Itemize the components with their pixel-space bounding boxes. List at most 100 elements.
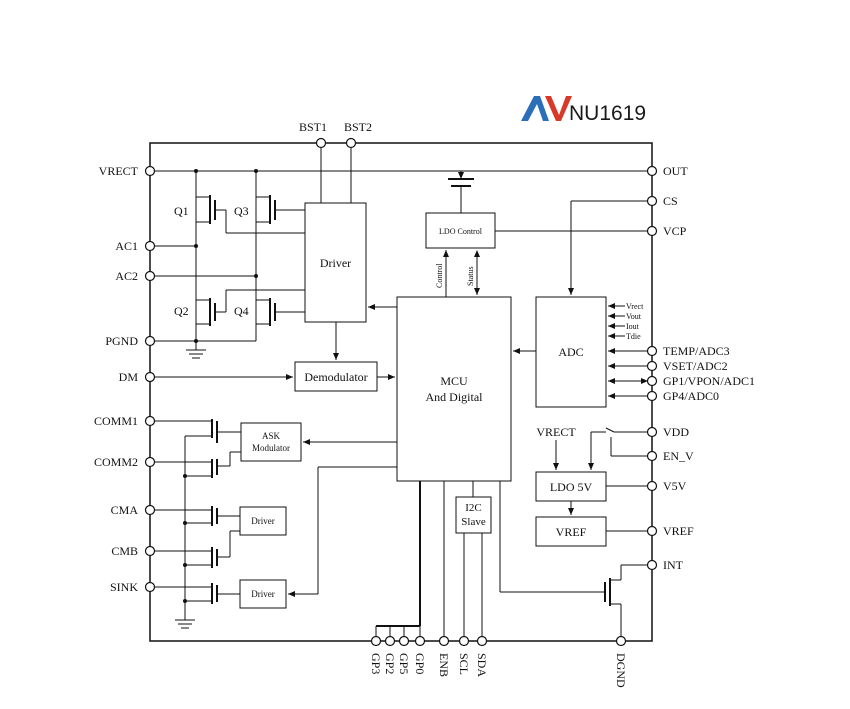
sense-tdie: Tdie [626, 332, 641, 341]
mcu-label-2: And Digital [426, 390, 484, 404]
gpio-bus [375, 481, 421, 636]
top-pins: BST1 BST2 [299, 120, 372, 203]
pin-cmb[interactable] [144, 545, 156, 557]
driver-label: Driver [320, 256, 351, 270]
driver-block-cm: Driver [239, 506, 287, 536]
label-gp4: GP4/ADC0 [663, 389, 719, 403]
label-enb: ENB [437, 653, 451, 677]
pin-temp[interactable] [646, 345, 658, 357]
pin-cma[interactable] [144, 504, 156, 516]
pin-v5v[interactable] [646, 480, 658, 492]
q4-label: Q4 [234, 304, 249, 318]
label-vcp: VCP [663, 224, 687, 238]
sense-iout: Iout [626, 322, 640, 331]
i2c-block: I2C Slave [443, 481, 492, 636]
pin-dgnd[interactable] [615, 635, 627, 647]
pin-gp2[interactable] [384, 635, 396, 647]
label-pgnd: PGND [105, 334, 138, 348]
ask-label-1: ASK [262, 431, 281, 441]
label-out: OUT [663, 164, 688, 178]
pin-sda[interactable] [476, 635, 488, 647]
demodulator-block: Demodulator [154, 361, 395, 392]
ldo-control-block: LDO Control Control Status [425, 212, 647, 297]
label-vset: VSET/ADC2 [663, 359, 728, 373]
ldo5v-section: VRECT LDO 5V VREF [535, 425, 647, 547]
mcu-block: MCU And Digital [368, 296, 512, 482]
sense-vrect: Vrect [626, 302, 644, 311]
ask-label-2: Modulator [252, 443, 290, 453]
label-cmb: CMB [111, 544, 138, 558]
pin-vdd[interactable] [646, 426, 658, 438]
ldo-control-label: LDO Control [439, 227, 483, 236]
pin-ac2[interactable] [144, 270, 156, 282]
pin-scl[interactable] [458, 635, 470, 647]
label-bst1: BST1 [299, 120, 327, 134]
control-signal-label: Control [435, 263, 444, 288]
pin-comm2[interactable] [144, 456, 156, 468]
adc-label: ADC [558, 345, 583, 359]
pin-vref[interactable] [646, 525, 658, 537]
driver-block-sink: Driver [239, 466, 397, 609]
pin-en-v[interactable] [646, 450, 658, 462]
pin-vcp[interactable] [646, 225, 658, 237]
company-logo: NU1619 [521, 96, 646, 125]
label-vref: VREF [663, 524, 694, 538]
pin-bst1[interactable] [315, 137, 327, 149]
pin-gp1[interactable] [646, 375, 658, 387]
label-comm2: COMM2 [94, 455, 138, 469]
driver-sink-label: Driver [251, 589, 275, 599]
ldo5v-label: LDO 5V [550, 480, 593, 494]
vrect-internal-label: VRECT [536, 425, 576, 439]
pin-out[interactable] [646, 165, 658, 177]
bottom-pins: GP3 GP2 GP5 GP0 ENB SCL SDA DGND [369, 635, 628, 688]
label-gp1: GP1/VPON/ADC1 [663, 374, 755, 388]
pin-gp4[interactable] [646, 390, 658, 402]
q3-label: Q3 [234, 204, 249, 218]
label-cma: CMA [111, 503, 139, 517]
vrect-rail [154, 170, 647, 213]
pin-gp0[interactable] [414, 635, 426, 647]
label-gp3: GP3 [369, 653, 383, 674]
pin-cs[interactable] [646, 195, 658, 207]
pin-sink[interactable] [144, 581, 156, 593]
pin-ac1[interactable] [144, 240, 156, 252]
label-gp2: GP2 [383, 653, 397, 674]
pin-gp3[interactable] [370, 635, 382, 647]
label-sink: SINK [110, 580, 138, 594]
pin-dm[interactable] [144, 371, 156, 383]
label-en-v: EN_V [663, 449, 694, 463]
pin-pgnd[interactable] [144, 335, 156, 347]
label-temp: TEMP/ADC3 [663, 344, 730, 358]
pin-enb[interactable] [438, 635, 450, 647]
label-gp0: GP0 [413, 653, 427, 674]
pin-int[interactable] [646, 559, 658, 571]
label-cs: CS [663, 194, 678, 208]
vref-block-label: VREF [556, 525, 587, 539]
comm-fets [154, 419, 240, 629]
label-v5v: V5V [663, 479, 687, 493]
pin-comm1[interactable] [144, 415, 156, 427]
sense-vout: Vout [626, 312, 642, 321]
label-gp5: GP5 [397, 653, 411, 674]
status-signal-label: Status [466, 266, 475, 286]
pin-gp5[interactable] [398, 635, 410, 647]
driver-block: Driver [304, 202, 367, 360]
label-bst2: BST2 [344, 120, 372, 134]
label-dgnd: DGND [614, 653, 628, 688]
right-pins: OUT CS VCP TEMP/ADC3 VSET/ADC2 GP1/VPON/… [646, 164, 755, 572]
bridge-rails [154, 169, 258, 359]
pin-vset[interactable] [646, 360, 658, 372]
label-vrect: VRECT [99, 164, 139, 178]
label-ac1: AC1 [115, 239, 138, 253]
pin-vrect[interactable] [144, 165, 156, 177]
transistor-q3: Q3 [234, 195, 305, 224]
adc-block: ADC Vrect Vout Iout Tdie [513, 200, 648, 408]
q2-label: Q2 [174, 304, 189, 318]
int-output-fet [499, 481, 647, 636]
logo-text: NU1619 [569, 102, 646, 125]
demodulator-label: Demodulator [304, 370, 367, 384]
label-dm: DM [119, 370, 139, 384]
label-vdd: VDD [663, 425, 689, 439]
pin-bst2[interactable] [345, 137, 357, 149]
